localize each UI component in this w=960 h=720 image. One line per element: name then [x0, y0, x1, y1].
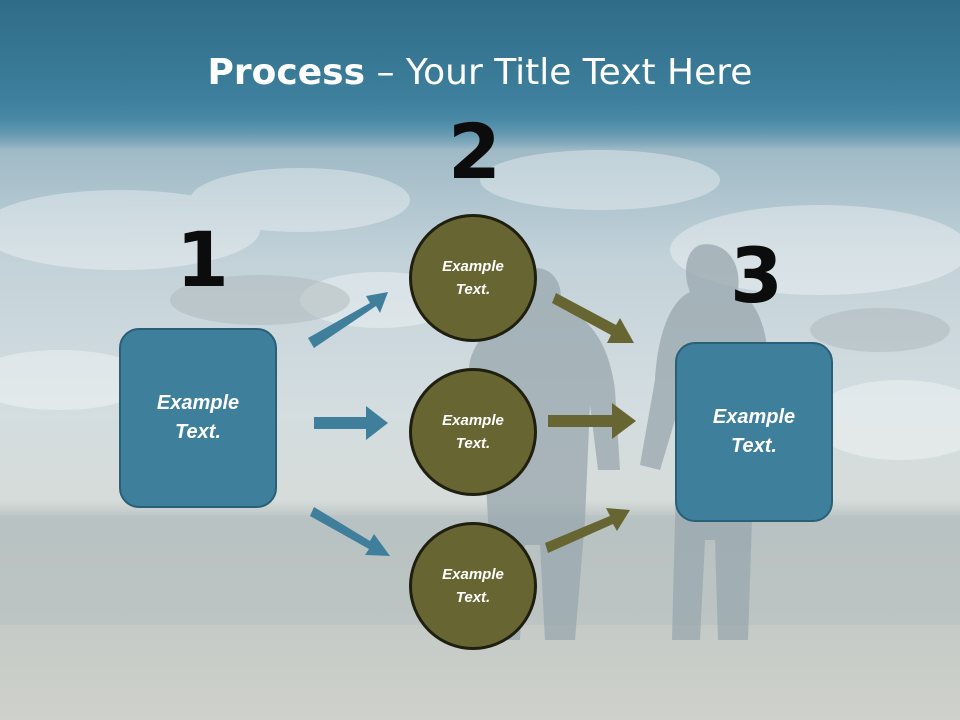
arrow-olive-middle [548, 403, 636, 439]
arrow-olive-down [552, 293, 634, 343]
slide-title: Process – Your Title Text Here [0, 52, 960, 93]
title-rest: – Your Title Text Here [365, 52, 753, 93]
step-3-number: 3 [730, 231, 783, 320]
step-2-number: 2 [448, 107, 501, 196]
arrow-blue-down [310, 507, 390, 556]
arrow-blue-middle [314, 406, 388, 440]
title-bold: Process [207, 52, 366, 93]
step-2-circle-1-text: Example Text. [442, 258, 504, 298]
step-2-circle-3: Example Text. [409, 522, 537, 650]
step-2-circle-3-text: Example Text. [442, 566, 504, 606]
title-band [0, 0, 960, 150]
step-3-box: Example Text. [675, 342, 833, 522]
step-2-circle-1: Example Text. [409, 214, 537, 342]
step-2-circle-2-text: Example Text. [442, 412, 504, 452]
arrow-olive-up [545, 508, 630, 553]
step-2-circle-2: Example Text. [409, 368, 537, 496]
step-1-text: Example Text. [156, 392, 240, 443]
step-1-number: 1 [176, 215, 229, 304]
step-3-text: Example Text. [712, 406, 796, 457]
arrow-blue-up [308, 292, 388, 348]
step-1-box: Example Text. [119, 328, 277, 508]
